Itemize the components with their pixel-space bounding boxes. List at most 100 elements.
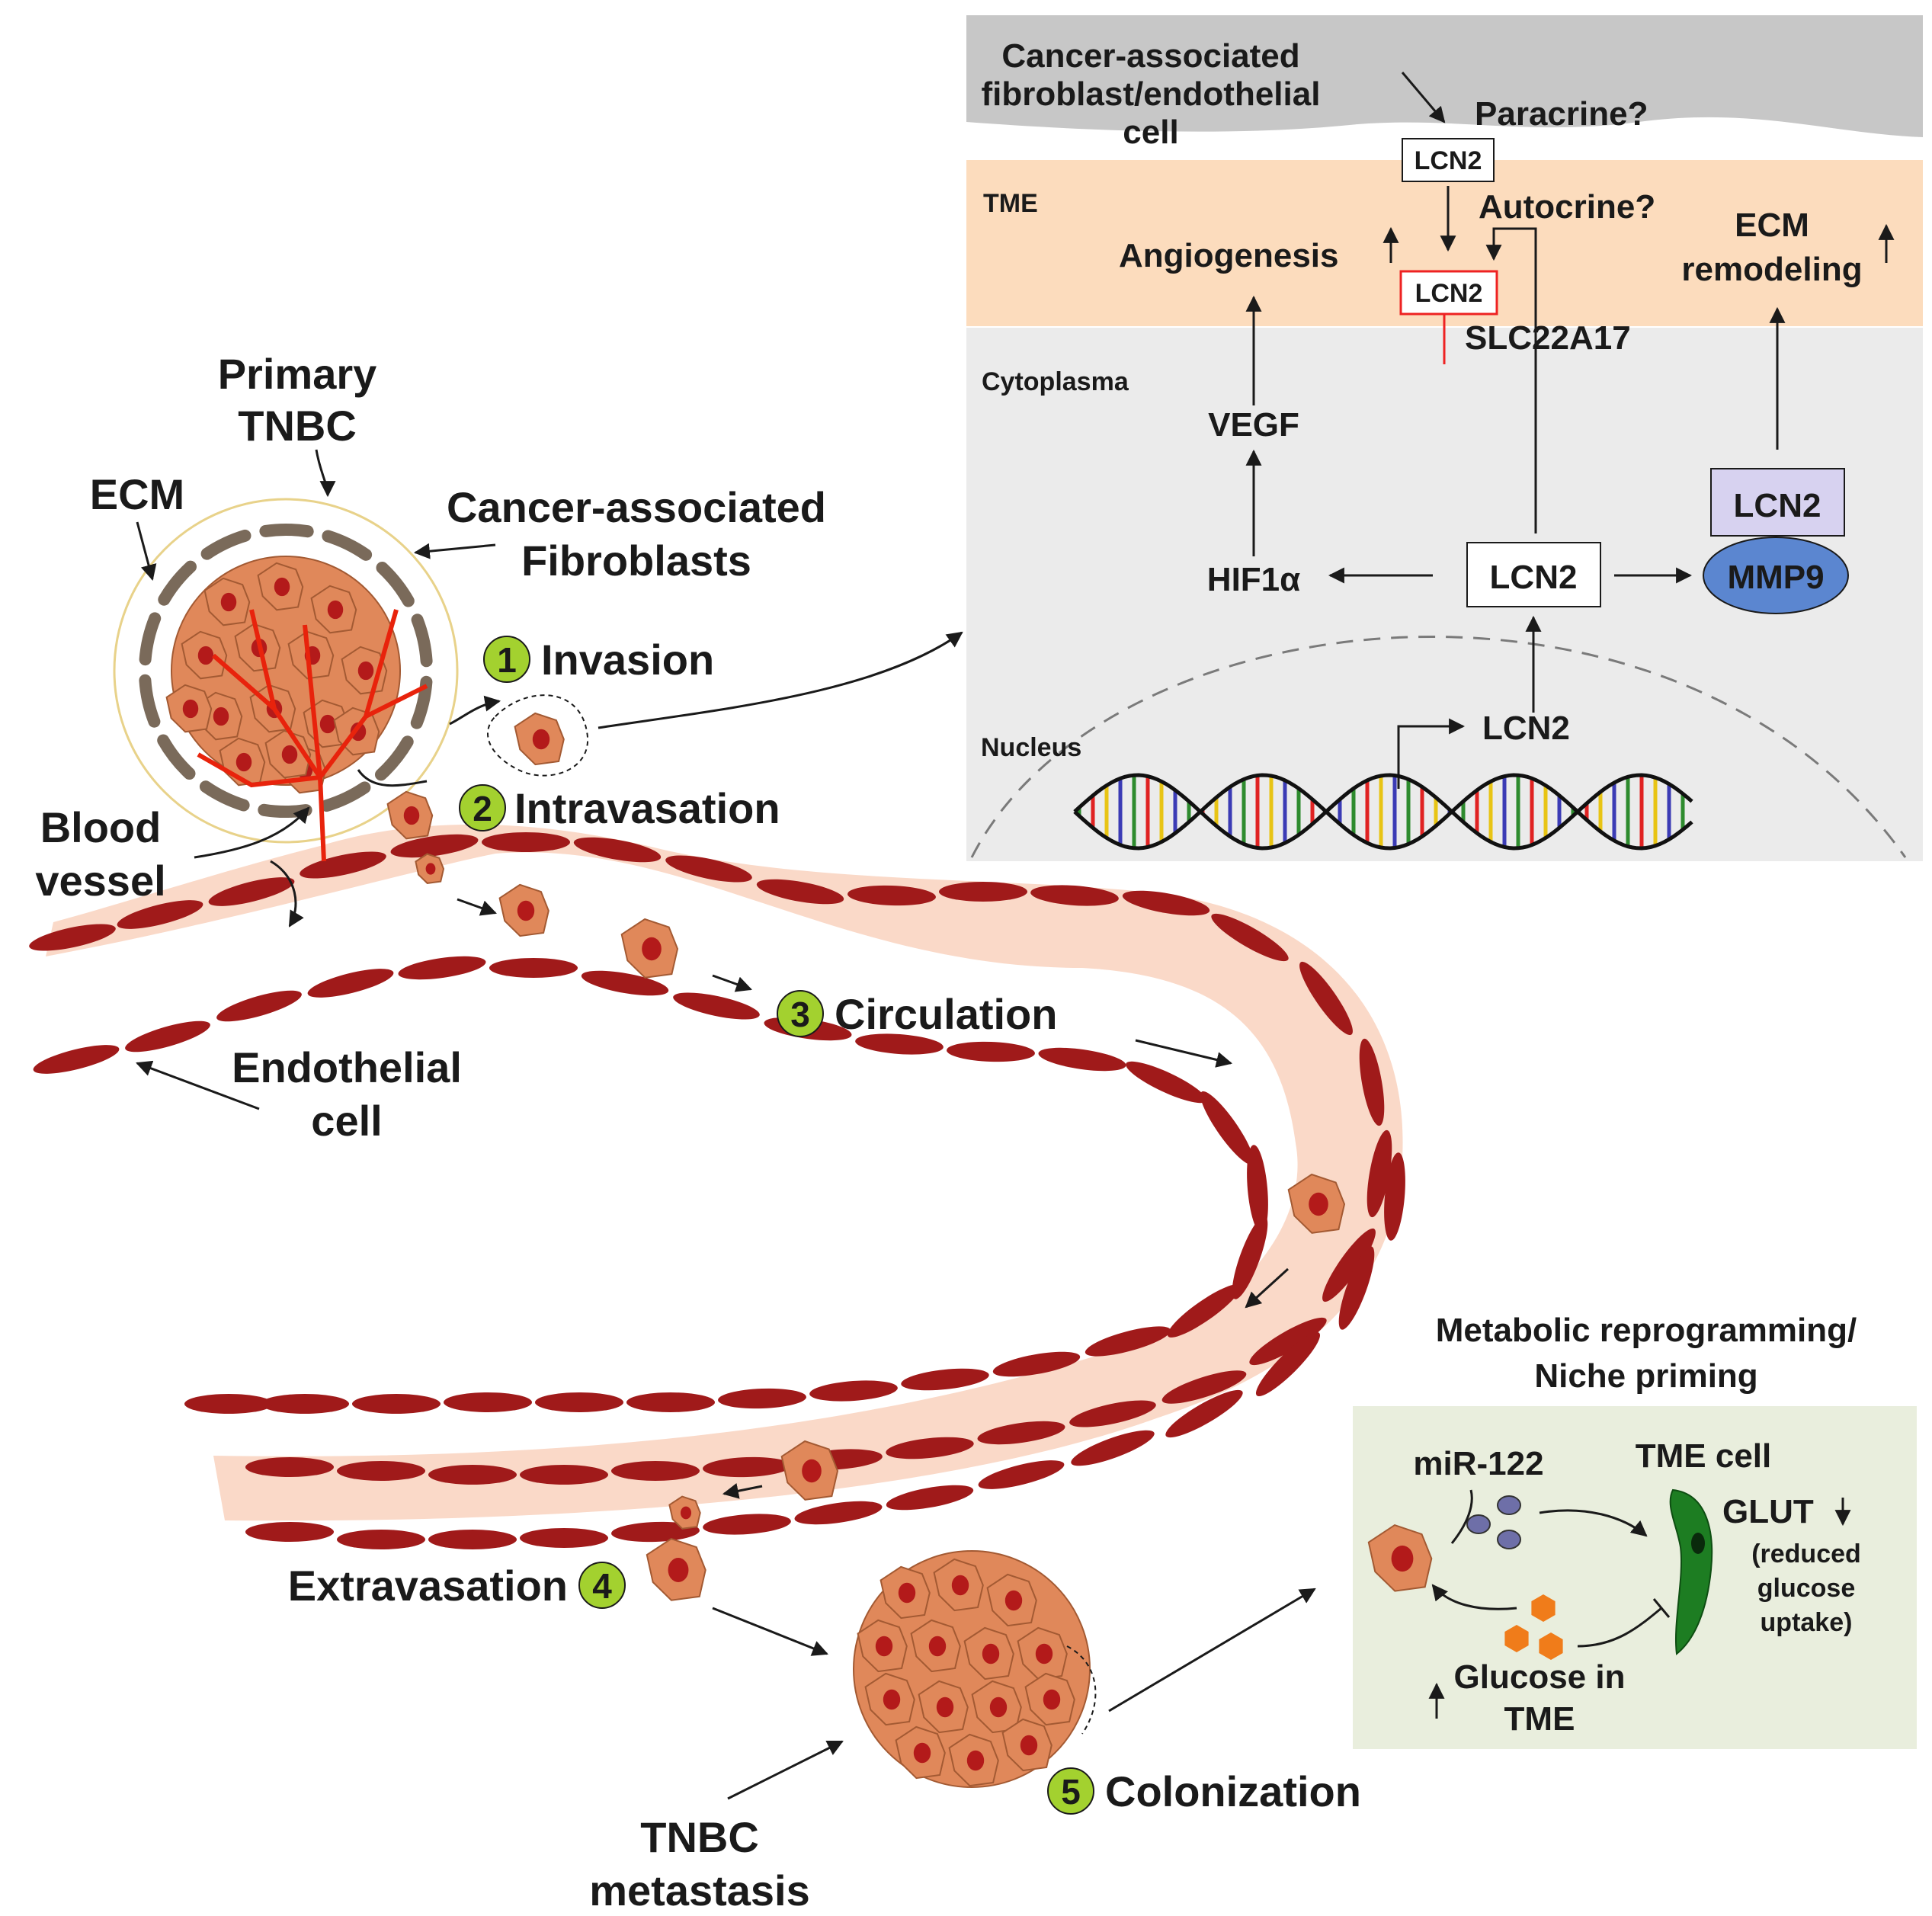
endothelial-cell: [1126, 1061, 1206, 1104]
caf-cell-label-3: cell: [1123, 114, 1178, 151]
fibroblast: [322, 530, 373, 561]
lcn2-inset: Cancer-associated fibroblast/endothelial…: [966, 15, 1923, 861]
step-1: 1 Invasion: [483, 636, 714, 684]
tumor-cell: [864, 1672, 915, 1726]
fibroblast: [139, 612, 162, 666]
endothelial-cell: [886, 1437, 974, 1459]
tumor-cell: [386, 790, 434, 840]
nucleus: [235, 752, 252, 772]
fibroblast: [200, 529, 252, 560]
niche-panel: Metabolic reprogramming/ Niche priming m…: [1353, 1312, 1917, 1749]
niche-tumor-cell: [1367, 1524, 1433, 1592]
fibroblast: [410, 675, 433, 729]
endothelial-cell: [125, 1020, 210, 1053]
endothelial-cell: [886, 1485, 974, 1511]
endothelial-cell: [216, 990, 302, 1022]
nucleus: [281, 745, 298, 764]
dna-helix: [1073, 773, 1693, 851]
endothelial-cell: [847, 885, 936, 906]
endothelial-cell: [1122, 890, 1210, 916]
nucleus: [1391, 1545, 1414, 1572]
autocrine-label: Autocrine?: [1479, 188, 1655, 226]
tumor-cell: [879, 1565, 931, 1620]
caf-ring: [139, 524, 433, 818]
niche-box: [1353, 1406, 1917, 1749]
endothelial-cell: [1366, 1129, 1392, 1218]
step-3-badge: [777, 990, 824, 1037]
step-3-label: Circulation: [835, 990, 1057, 1038]
step-5-number: 5: [1061, 1772, 1081, 1812]
primary-tnbc-label-1: Primary: [218, 350, 377, 398]
tme-cell-shape: [1669, 1488, 1713, 1655]
endothelial-cell: [611, 1521, 700, 1543]
nucleus: [532, 729, 550, 750]
vessel-lumen: [46, 824, 1403, 1521]
glucose-label-1: Glucose in: [1454, 1658, 1626, 1696]
cytoplasma-label: Cytoplasma: [982, 367, 1129, 396]
endothelial-cell: [855, 1033, 944, 1055]
fibroblast: [139, 674, 161, 728]
glut-note-3: uptake): [1761, 1608, 1853, 1637]
step-2: 2 Intravasation: [459, 784, 780, 832]
lcn2-cytoplasm-box: [1466, 542, 1601, 607]
endothelial-cell: [1255, 1331, 1321, 1397]
endothelial-cell: [29, 924, 116, 951]
endothelial-cell: [1161, 1370, 1247, 1404]
fibroblast: [158, 560, 197, 606]
lcn2-mmp9-box: [1710, 468, 1845, 537]
tumor-cell: [910, 1619, 961, 1673]
lcn2-receptor-box: [1399, 270, 1498, 316]
endothelial-cell: [901, 1368, 989, 1391]
colonization-halo: [1066, 1645, 1097, 1735]
nucleus: [966, 1750, 985, 1771]
endothelial-cell: [1249, 1317, 1327, 1366]
endothelial-cell: [703, 1514, 791, 1535]
tumor-cell: [310, 585, 357, 634]
glut-note-2: glucose: [1757, 1574, 1855, 1603]
endothelial-cell: [352, 1394, 441, 1414]
tumor-cell: [918, 1680, 969, 1734]
nucleus: [928, 1636, 947, 1657]
step-2-number: 2: [473, 789, 492, 828]
nucleus: [220, 592, 237, 612]
primary-tumor: [113, 498, 459, 862]
endothelial-cell: [245, 1522, 334, 1542]
step-2-badge: [459, 784, 506, 831]
nucleus: [274, 577, 290, 597]
tumor-cell: [668, 1495, 701, 1530]
nucleus: [517, 900, 535, 921]
endothelial-cell: [794, 1501, 883, 1525]
endothelial-cell: [520, 1465, 608, 1485]
blood-vessel: [29, 824, 1405, 1549]
endothelial-cell: [1247, 1145, 1268, 1233]
endothelial-cell: [992, 1351, 1081, 1377]
endothelial-cell: [398, 956, 486, 980]
niche-title-2: Niche priming: [1534, 1357, 1757, 1395]
nucleus: [1035, 1643, 1053, 1664]
ecm-label: ECM: [90, 470, 184, 518]
step-2-label: Intravasation: [514, 784, 780, 832]
endothelial-label-1: Endothelial: [232, 1043, 462, 1091]
niche-title-1: Metabolic reprogramming/: [1436, 1312, 1857, 1349]
mmp9-ellipse: [1703, 537, 1849, 614]
caf-label-1: Cancer-associated: [447, 483, 826, 531]
glut-label: GLUT: [1722, 1493, 1814, 1530]
lcn2-secreted-label: LCN2: [1415, 146, 1482, 175]
nucleus: [350, 722, 367, 742]
endothelial-cell: [1038, 1047, 1126, 1072]
vegf-label: VEGF: [1208, 406, 1299, 444]
blood-vessel-label-2: vessel: [35, 857, 165, 905]
fibroblast: [199, 780, 250, 812]
step-4-badge: [578, 1562, 626, 1609]
endothelial-cell: [245, 1457, 334, 1477]
endothelial-cell: [337, 1461, 425, 1481]
step-3: 3 Circulation: [777, 990, 1057, 1038]
tumor-cell: [1024, 1672, 1075, 1726]
endothelial-cell: [1069, 1400, 1156, 1427]
step-4-number: 4: [592, 1566, 612, 1606]
tumor-cell: [948, 1733, 999, 1787]
fibroblast: [375, 735, 414, 781]
nucleus: [802, 1459, 822, 1483]
endothelial-cell: [1071, 1430, 1155, 1466]
slc22a17-label: SLC22A17: [1465, 319, 1631, 357]
